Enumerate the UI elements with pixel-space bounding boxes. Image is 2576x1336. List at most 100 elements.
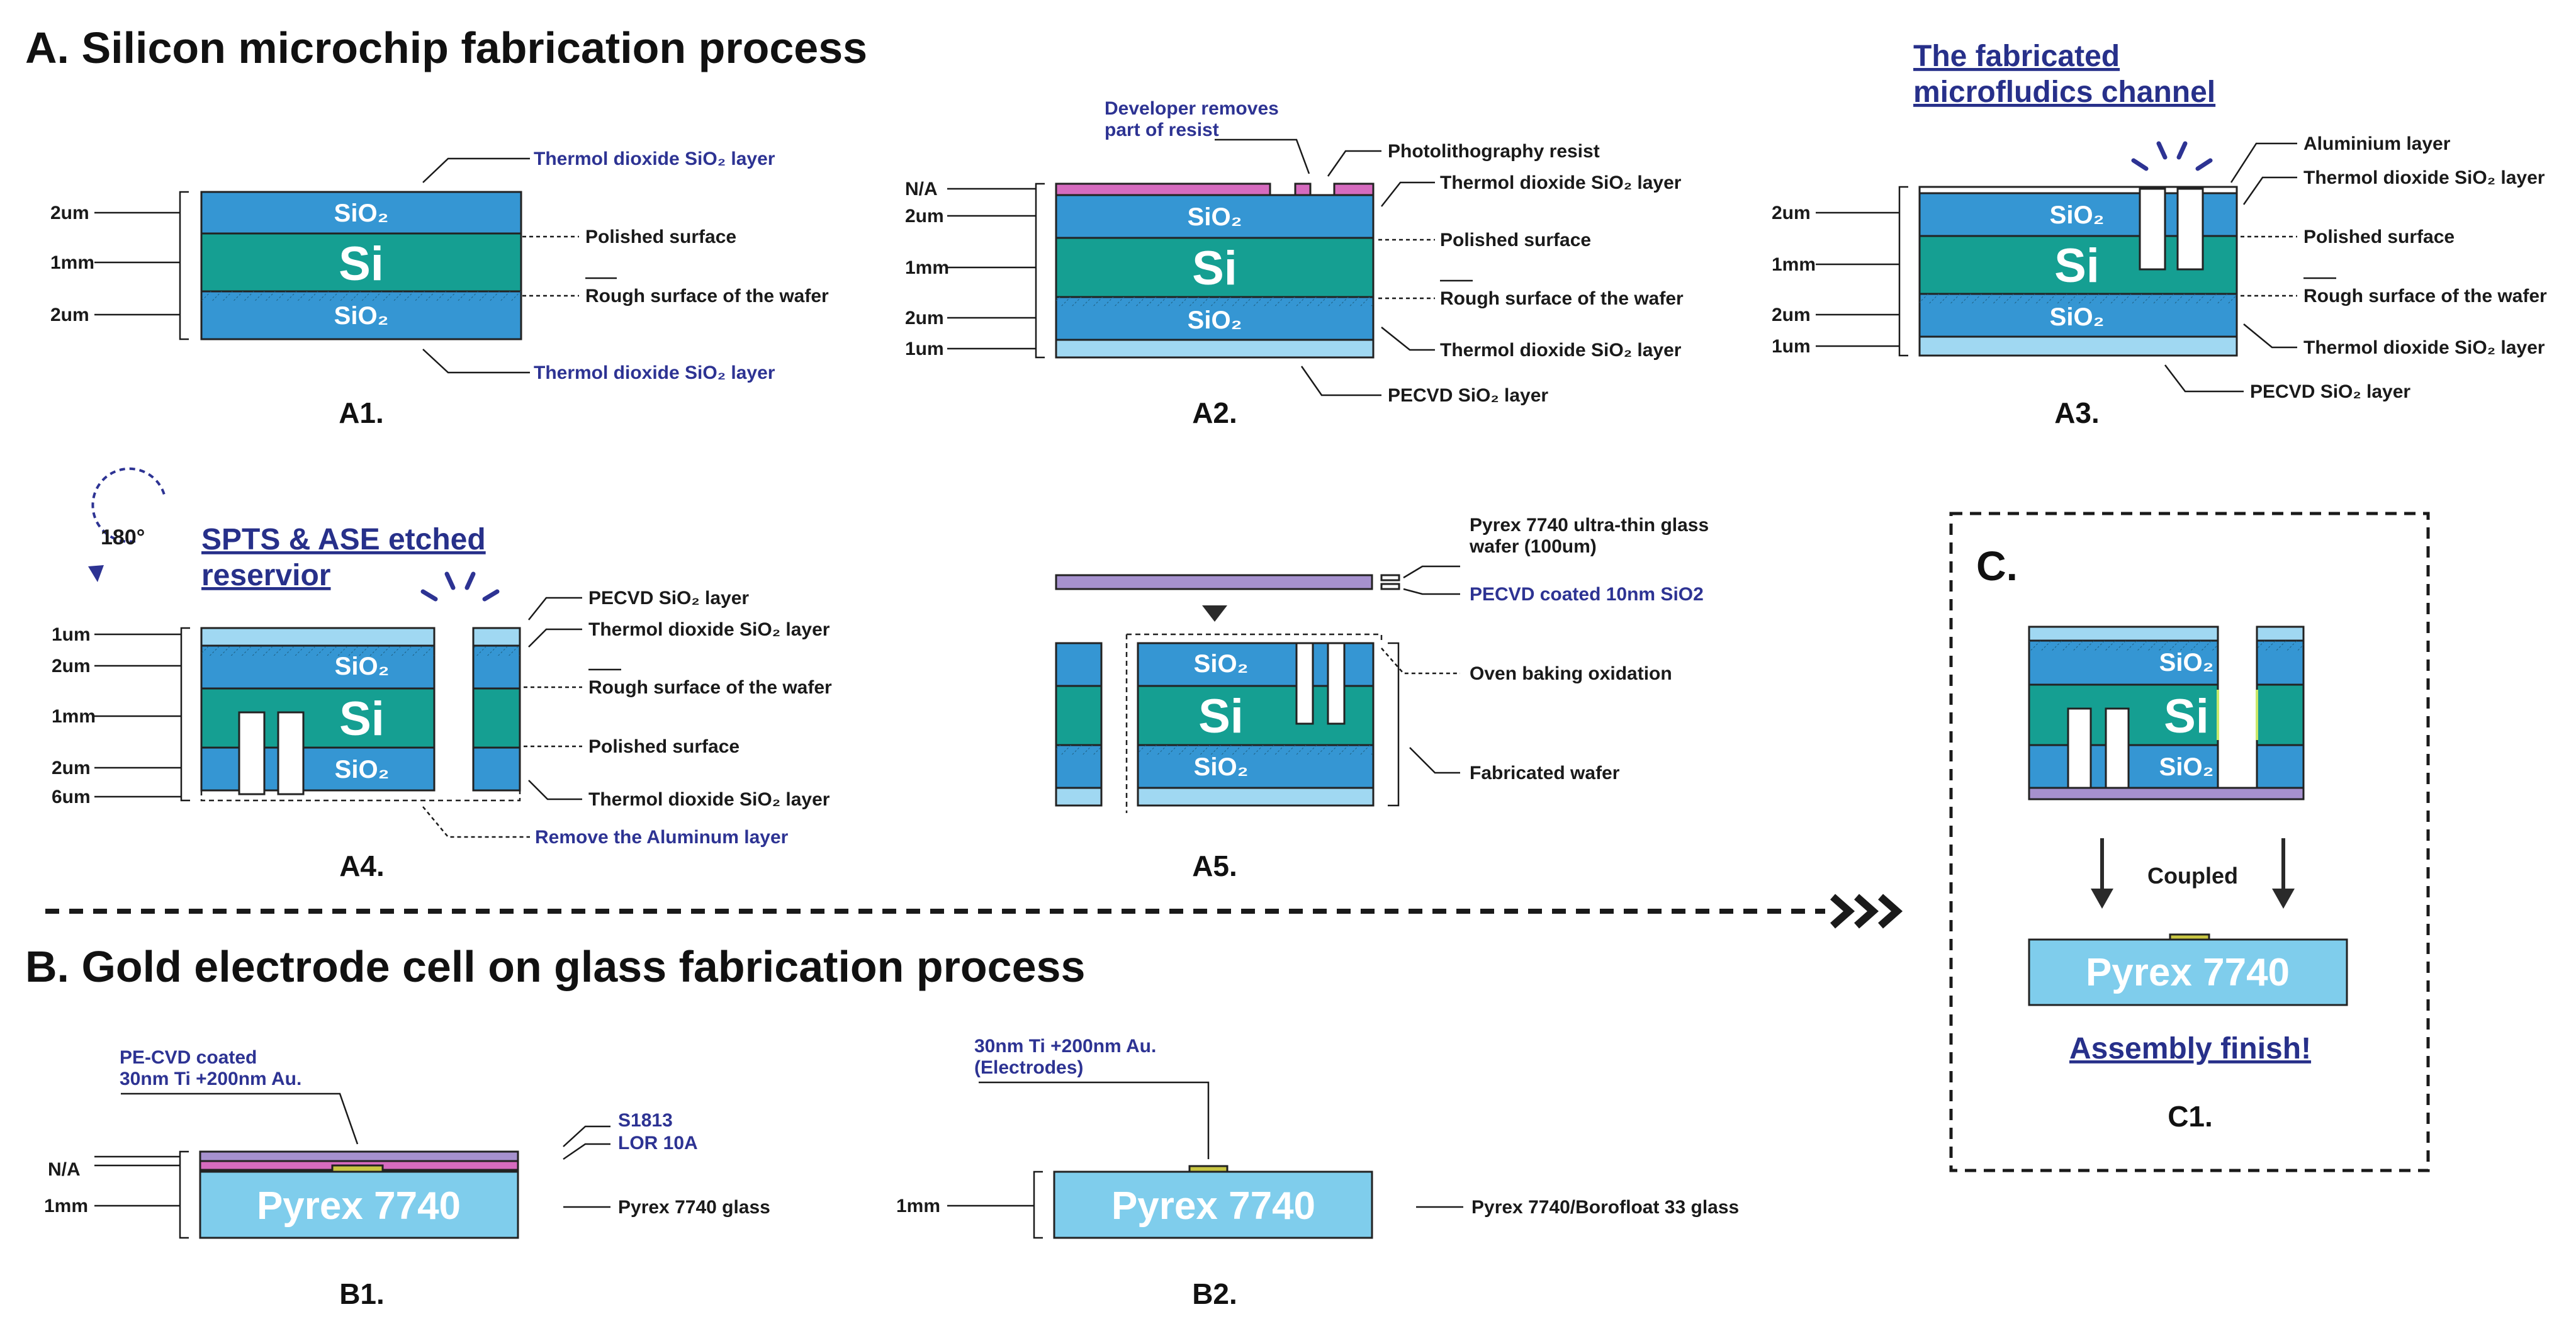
a5-sio2-top: SiO₂ — [1194, 650, 1249, 678]
b1-label-coated-2: 30nm Ti +200nm Au. — [120, 1069, 301, 1089]
a1-bracket — [179, 191, 189, 340]
a1-dim-3: 2um — [50, 305, 89, 325]
a2-label-polished: Polished surface — [1440, 230, 1591, 250]
a1-label-rough: Rough surface of the wafer — [585, 286, 829, 306]
a3-title-2: microfludics channel — [1913, 76, 2215, 109]
c-channel-1 — [2067, 707, 2092, 793]
b2-label-electrode-1: 30nm Ti +200nm Au. — [974, 1036, 1156, 1057]
b2-dim-1: 1mm — [896, 1196, 940, 1216]
a3-spark-icon — [2131, 141, 2213, 171]
a3-dim-1: 2um — [1772, 203, 1811, 223]
c-dashed-box — [1949, 512, 2430, 1172]
a2-label-developer: Developer removes — [1105, 98, 1279, 119]
a3-dim-4: 1um — [1772, 336, 1811, 357]
b1-panel-label: B1. — [339, 1277, 385, 1310]
a4-label-rough: Rough surface of the wafer — [588, 677, 832, 698]
a3-panel-label: A3. — [2054, 396, 2100, 429]
a2-dim-2: 2um — [905, 206, 944, 227]
a4-label-polished: Polished surface — [588, 736, 740, 757]
a2-sio2-bottom: SiO₂ — [1188, 306, 1242, 334]
a5-label-oven: Oven baking oxidation — [1470, 663, 1672, 684]
panel-a4: 180° SPTS & ASE etched reservior SiO₂ Si… — [52, 467, 832, 882]
a2-resist-right — [1333, 182, 1375, 196]
a2-dim-4: 2um — [905, 308, 944, 328]
a1-label-polished: Polished surface — [585, 227, 736, 247]
a3-label-polished: Polished surface — [2303, 227, 2455, 247]
panel-a1: SiO₂ Si SiO₂ 2um 1mm 2um Thermol dioxide… — [50, 149, 829, 429]
a4-rotate-label: 180° — [101, 525, 145, 549]
a4-channel-2 — [277, 711, 305, 795]
section-b-title: B. Gold electrode cell on glass fabricat… — [25, 942, 1085, 991]
a2-label-rough: Rough surface of the wafer — [1440, 288, 1684, 309]
a3-pecvd — [1918, 335, 2238, 357]
section-a-title: A. Silicon microchip fabrication process — [25, 23, 867, 72]
a1-panel-label: A1. — [339, 396, 384, 429]
a3-sio2-bottom: SiO₂ — [2050, 303, 2105, 331]
a2-label-developer-2: part of resist — [1105, 120, 1219, 140]
b1-label-s1813: S1813 — [618, 1110, 673, 1131]
a5-label-pyrex-1: Pyrex 7740 ultra-thin glass — [1470, 515, 1709, 536]
a4-dim-1: 1um — [52, 624, 91, 645]
a5-channel-2 — [1327, 642, 1346, 725]
a3-dim-2: 1mm — [1772, 254, 1816, 275]
b1-label-coated-1: PE-CVD coated — [120, 1047, 257, 1068]
a4-rotate-icon — [91, 467, 166, 543]
a3-title-1: The fabricated — [1913, 40, 2120, 73]
panel-b1: Pyrex 7740 N/A 1mm PE-CVD coated 30nm Ti… — [44, 1047, 770, 1310]
c-assembly-finish: Assembly finish! — [2069, 1032, 2311, 1065]
a1-label-bottom-oxide: Thermol dioxide SiO₂ layer — [534, 362, 775, 383]
a4-label-remove-al: Remove the Aluminum layer — [535, 827, 789, 848]
a4-label-pecvd: PECVD SiO₂ layer — [588, 588, 749, 609]
a2-label-pecvd: PECVD SiO₂ layer — [1388, 385, 1548, 406]
b1-lor-layer — [199, 1150, 519, 1162]
a4-channel-1 — [238, 711, 266, 795]
a5-oxidation-outline — [1125, 633, 1383, 813]
a2-dim-3: 1mm — [905, 257, 949, 278]
c-sio2-top: SiO₂ — [2159, 649, 2214, 676]
a1-si: Si — [339, 237, 384, 291]
a4-sio2-top: SiO₂ — [335, 653, 390, 680]
panel-b2: Pyrex 7740 1mm 30nm Ti +200nm Au. (Elect… — [896, 1036, 1739, 1310]
c-si: Si — [2164, 690, 2209, 743]
b1-pyrex-text: Pyrex 7740 — [257, 1184, 461, 1228]
triple-chevron-icon — [1830, 894, 1903, 929]
a4-sio2-bottom: SiO₂ — [335, 756, 390, 783]
b1-pyrex — [199, 1170, 519, 1239]
a4-silicon — [200, 687, 436, 749]
a4-panel-label: A4. — [339, 850, 385, 882]
b2-pyrex — [1053, 1170, 1373, 1239]
a1-dim-1: 2um — [50, 203, 89, 223]
a2-dim-1: N/A — [905, 179, 938, 199]
a1-dim-2: 1mm — [50, 252, 94, 273]
a5-label-coated: PECVD coated 10nm SiO2 — [1470, 584, 1704, 605]
a3-label-top-oxide: Thermol dioxide SiO₂ layer — [2303, 167, 2545, 188]
a3-channel-2 — [2176, 188, 2204, 271]
b2-label-electrode-2: (Electrodes) — [974, 1057, 1083, 1078]
a4-title-2: reservior — [201, 559, 330, 592]
a2-panel-label: A2. — [1192, 396, 1237, 429]
a4-title-1: SPTS & ASE etched — [201, 523, 486, 556]
a2-top-oxide — [1055, 194, 1375, 239]
panel-c: C. SiO₂ Si SiO₂ Coupled Pyrex 7740 Ass — [1949, 512, 2430, 1172]
c-pyrex — [2028, 938, 2348, 1006]
a5-label-pyrex-2: wafer (100um) — [1469, 536, 1597, 557]
c-pyrex-text: Pyrex 7740 — [2086, 951, 2290, 994]
a3-dim-3: 2um — [1772, 305, 1811, 325]
a5-label-fabricated: Fabricated wafer — [1470, 763, 1620, 783]
a4-label-top-oxide: Thermol dioxide SiO₂ layer — [588, 619, 830, 640]
b1-dim-1: N/A — [48, 1159, 81, 1180]
a5-down-arrow-icon — [1202, 605, 1227, 622]
a3-label-rough: Rough surface of the wafer — [2303, 286, 2547, 306]
a2-label-bottom-oxide: Thermol dioxide SiO₂ layer — [1440, 340, 1682, 361]
a3-sio2-top: SiO₂ — [2050, 201, 2105, 229]
a4-spark-icon — [420, 571, 500, 602]
panel-a5: SiO₂ Si SiO₂ Pyrex 7740 ultra-thin glass… — [1055, 515, 1709, 882]
b1-dim-2: 1mm — [44, 1196, 88, 1216]
a1-sio2-top: SiO₂ — [334, 199, 389, 227]
a3-si: Si — [2054, 239, 2100, 293]
b2-panel-label: B2. — [1192, 1277, 1237, 1310]
a4-rotate-arrow-icon — [88, 565, 104, 582]
c-title: C. — [1976, 542, 2018, 589]
a1-sio2-bottom: SiO₂ — [334, 302, 389, 330]
a5-panel-label: A5. — [1192, 850, 1237, 882]
